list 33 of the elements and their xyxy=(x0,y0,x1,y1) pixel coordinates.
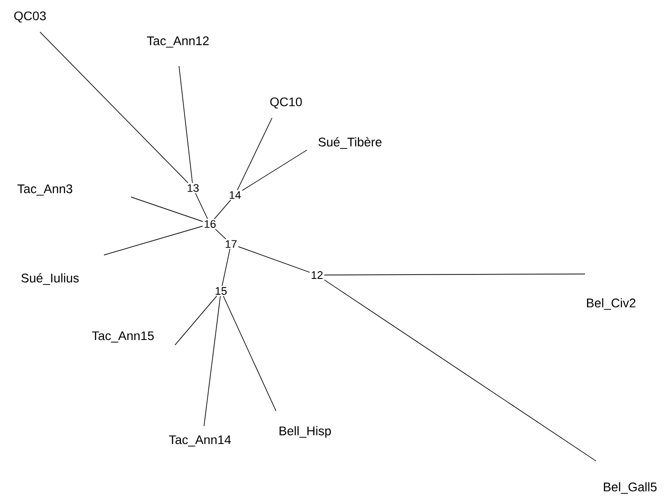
node-number: 13 xyxy=(188,184,199,192)
tree-branch xyxy=(214,200,232,220)
node-number: 16 xyxy=(204,220,216,228)
tree-branch xyxy=(40,32,188,184)
taxon-label: Bel_Civ2 xyxy=(587,298,636,310)
tree-branch xyxy=(215,228,226,240)
taxon-label: QC03 xyxy=(14,11,46,23)
tree-branch xyxy=(104,226,204,256)
taxon-label: Sué_Tibère xyxy=(318,137,382,149)
node-number: 12 xyxy=(312,271,323,279)
tree-branch xyxy=(130,196,204,222)
tree-branch xyxy=(204,296,221,426)
taxon-label: Tac_Ann14 xyxy=(169,435,231,447)
tree-branch xyxy=(242,150,308,191)
tree-branch xyxy=(238,246,310,273)
tree-branch xyxy=(324,280,596,462)
tree-branch xyxy=(237,118,272,190)
taxon-label: Sué_Iulius xyxy=(21,273,79,285)
tree-branch xyxy=(178,66,193,184)
taxon-label: Tac_Ann3 xyxy=(18,184,72,196)
taxon-label: QC10 xyxy=(270,97,302,109)
taxon-label: Tac_Ann12 xyxy=(147,36,209,48)
taxon-label: Bell_Hisp xyxy=(280,426,331,438)
node-number: 15 xyxy=(216,287,227,295)
tree-branch xyxy=(174,296,218,346)
tree-branch xyxy=(222,296,276,412)
node-number: 17 xyxy=(226,240,237,248)
taxon-label: Tac_Ann15 xyxy=(92,331,154,343)
taxon-label: Bel_Gall5 xyxy=(604,482,657,494)
tree-branch xyxy=(324,274,586,276)
node-number: 14 xyxy=(230,191,241,199)
tree-branch xyxy=(222,248,230,286)
tree-branch xyxy=(195,192,208,220)
